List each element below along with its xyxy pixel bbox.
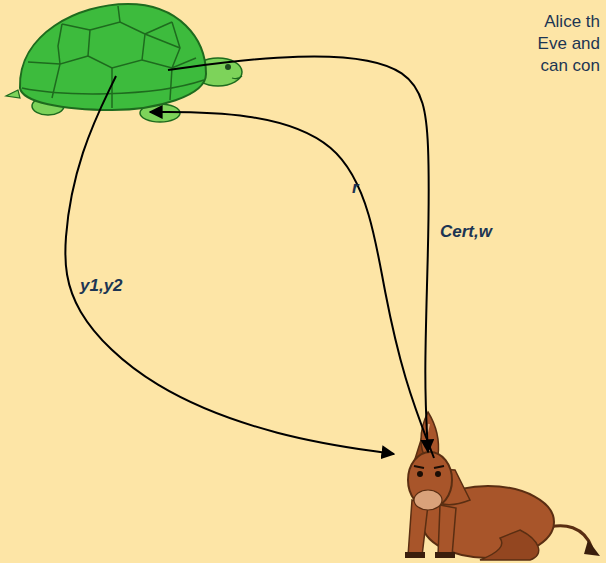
arrows xyxy=(65,56,434,458)
donkey-figure xyxy=(405,412,600,560)
note-text: Eve and xyxy=(538,34,600,54)
r-arrow xyxy=(150,112,434,458)
message-label: Cert,w xyxy=(440,222,492,242)
note-text: can con xyxy=(540,56,600,76)
y-arrow xyxy=(65,76,394,454)
cert-arrow xyxy=(168,56,429,452)
message-label: y1,y2 xyxy=(80,276,123,296)
note-text: Alice th xyxy=(544,12,600,32)
message-label: r xyxy=(352,178,359,198)
turtle-figure xyxy=(6,4,242,122)
